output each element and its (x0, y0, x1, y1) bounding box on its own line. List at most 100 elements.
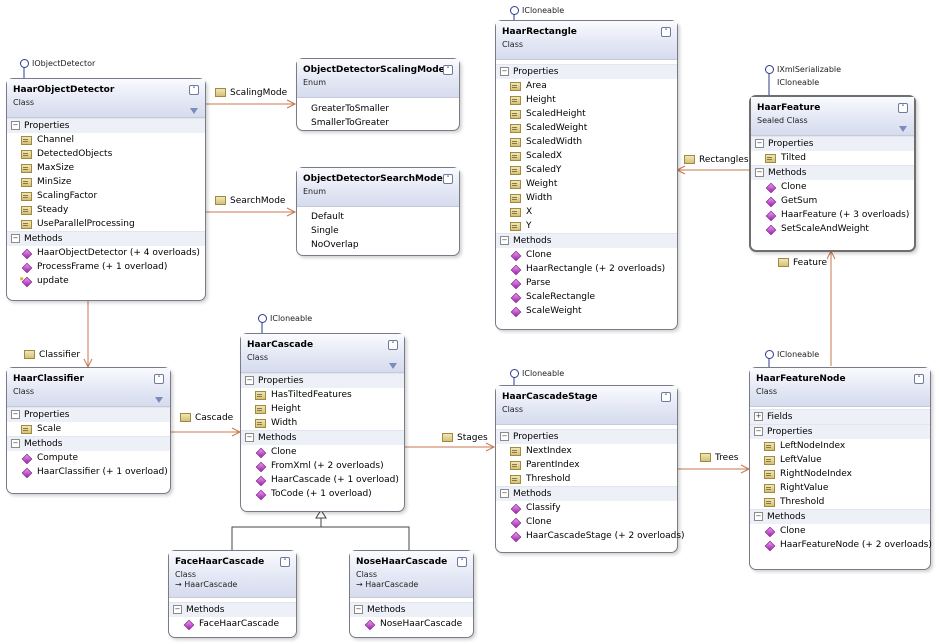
method-item[interactable]: ProcessFrame (+ 1 overload) (7, 260, 205, 274)
minus-icon[interactable]: − (754, 512, 763, 521)
property-item[interactable]: Weight (496, 177, 677, 191)
property-item[interactable]: Threshold (496, 472, 677, 486)
property-item[interactable]: Height (241, 402, 404, 416)
property-item[interactable]: RightValue (750, 481, 930, 495)
property-item[interactable]: X (496, 205, 677, 219)
section-properties[interactable]: −Properties (7, 118, 205, 133)
section-methods[interactable]: −Methods (7, 231, 205, 246)
method-item[interactable]: Clone (496, 515, 677, 529)
collapse-icon[interactable]: ˄ (189, 85, 199, 95)
enum-value[interactable]: SmallerToGreater (311, 118, 390, 128)
property-item[interactable]: LeftValue (750, 453, 930, 467)
collapse-icon[interactable]: ˄ (661, 27, 671, 37)
minus-icon[interactable]: − (11, 121, 20, 130)
method-item[interactable]: Classify (496, 501, 677, 515)
property-item[interactable]: ParentIndex (496, 458, 677, 472)
minus-icon[interactable]: − (500, 489, 509, 498)
property-item[interactable]: DetectedObjects (7, 147, 205, 161)
section-fields[interactable]: +Fields (750, 409, 930, 424)
method-item[interactable]: HaarClassifier (+ 1 overload) (7, 465, 170, 479)
property-item[interactable]: Width (241, 416, 404, 430)
class-haarclassifier[interactable]: HaarClassifier Class ˄ −Properties Scale… (6, 367, 171, 494)
property-item[interactable]: ScaledHeight (496, 107, 677, 121)
minus-icon[interactable]: − (755, 139, 764, 148)
section-methods[interactable]: −Methods (496, 486, 677, 501)
section-properties[interactable]: −Properties (496, 429, 677, 444)
property-item[interactable]: NextIndex (496, 444, 677, 458)
method-item[interactable]: HaarFeature (+ 3 overloads) (751, 208, 914, 222)
property-item[interactable]: Height (496, 93, 677, 107)
method-item[interactable]: FromXml (+ 2 overloads) (241, 459, 404, 473)
method-item[interactable]: ToCode (+ 1 overload) (241, 487, 404, 501)
property-item[interactable]: MinSize (7, 175, 205, 189)
minus-icon[interactable]: − (11, 234, 20, 243)
method-item[interactable]: HaarCascade (+ 1 overload) (241, 473, 404, 487)
collapse-icon[interactable]: ˄ (280, 557, 290, 567)
method-item[interactable]: HaarObjectDetector (+ 4 overloads) (7, 246, 205, 260)
property-item[interactable]: Tilted (751, 151, 914, 165)
method-item[interactable]: Clone (241, 445, 404, 459)
enum-value[interactable]: Default (311, 212, 344, 222)
property-item[interactable]: Width (496, 191, 677, 205)
property-item[interactable]: ScaledWidth (496, 135, 677, 149)
property-item[interactable]: Steady (7, 203, 205, 217)
property-item[interactable]: ScalingFactor (7, 189, 205, 203)
property-item[interactable]: ScaledX (496, 149, 677, 163)
class-haarobjectdetector[interactable]: HaarObjectDetector Class ˄ −Properties C… (6, 78, 206, 301)
collapse-icon[interactable]: ˄ (898, 103, 908, 113)
method-item[interactable]: ScaleWeight (496, 304, 677, 318)
collapse-icon[interactable]: ˄ (457, 557, 467, 567)
property-item[interactable]: Scale (7, 422, 170, 436)
section-methods[interactable]: −Methods (169, 602, 296, 617)
property-item[interactable]: RightNodeIndex (750, 467, 930, 481)
section-methods[interactable]: −Methods (350, 602, 473, 617)
property-item[interactable]: ScaledWeight (496, 121, 677, 135)
section-methods[interactable]: −Methods (241, 430, 404, 445)
method-item[interactable]: HaarFeatureNode (+ 2 overloads) (750, 538, 932, 552)
minus-icon[interactable]: − (245, 376, 254, 385)
method-item[interactable]: Clone (496, 248, 677, 262)
section-properties[interactable]: −Properties (751, 136, 914, 151)
class-haarcascadestage[interactable]: HaarCascadeStage Class ˄ −Properties Nex… (495, 385, 685, 553)
class-haarcascade[interactable]: HaarCascade Class ˄ −Properties HasTilte… (240, 333, 405, 512)
enum-value[interactable]: Single (311, 226, 339, 236)
method-item[interactable]: GetSum (751, 194, 914, 208)
property-item[interactable]: MaxSize (7, 161, 205, 175)
section-properties[interactable]: −Properties (750, 424, 930, 439)
minus-icon[interactable]: − (11, 410, 20, 419)
minus-icon[interactable]: − (500, 67, 509, 76)
method-item[interactable]: Clone (751, 180, 914, 194)
method-item[interactable]: HaarCascadeStage (+ 2 overloads) (496, 529, 685, 543)
property-item[interactable]: Threshold (750, 495, 930, 509)
collapse-icon[interactable]: ˄ (154, 374, 164, 384)
collapse-icon[interactable]: ˄ (443, 65, 453, 75)
method-item[interactable]: SetScaleAndWeight (751, 222, 914, 236)
section-properties[interactable]: −Properties (241, 373, 404, 388)
minus-icon[interactable]: − (500, 236, 509, 245)
collapse-icon[interactable]: ˄ (914, 374, 924, 384)
method-item[interactable]: HaarRectangle (+ 2 overloads) (496, 262, 677, 276)
method-item[interactable]: Clone (750, 524, 930, 538)
collapse-icon[interactable]: ˄ (661, 392, 671, 402)
minus-icon[interactable]: − (755, 168, 764, 177)
property-item[interactable]: Channel (7, 133, 205, 147)
collapse-icon[interactable]: ˄ (443, 174, 453, 184)
minus-icon[interactable]: − (500, 432, 509, 441)
section-properties[interactable]: −Properties (7, 407, 170, 422)
method-item[interactable]: Compute (7, 451, 170, 465)
section-methods[interactable]: −Methods (496, 233, 677, 248)
minus-icon[interactable]: − (11, 439, 20, 448)
section-methods[interactable]: −Methods (7, 436, 170, 451)
plus-icon[interactable]: + (754, 412, 763, 421)
enum-value[interactable]: GreaterToSmaller (311, 104, 390, 114)
method-item[interactable]: ScaleRectangle (496, 290, 677, 304)
method-item[interactable]: FaceHaarCascade (169, 617, 296, 631)
property-item[interactable]: ScaledY (496, 163, 677, 177)
class-facehaarcascade[interactable]: FaceHaarCascade Class → HaarCascade ˄ −M… (168, 550, 297, 638)
section-methods[interactable]: −Methods (751, 165, 914, 180)
section-properties[interactable]: −Properties (496, 64, 677, 79)
property-item[interactable]: Area (496, 79, 677, 93)
method-item[interactable]: NoseHaarCascade (350, 617, 473, 631)
property-item[interactable]: Y (496, 219, 677, 233)
enum-value[interactable]: NoOverlap (311, 240, 359, 250)
